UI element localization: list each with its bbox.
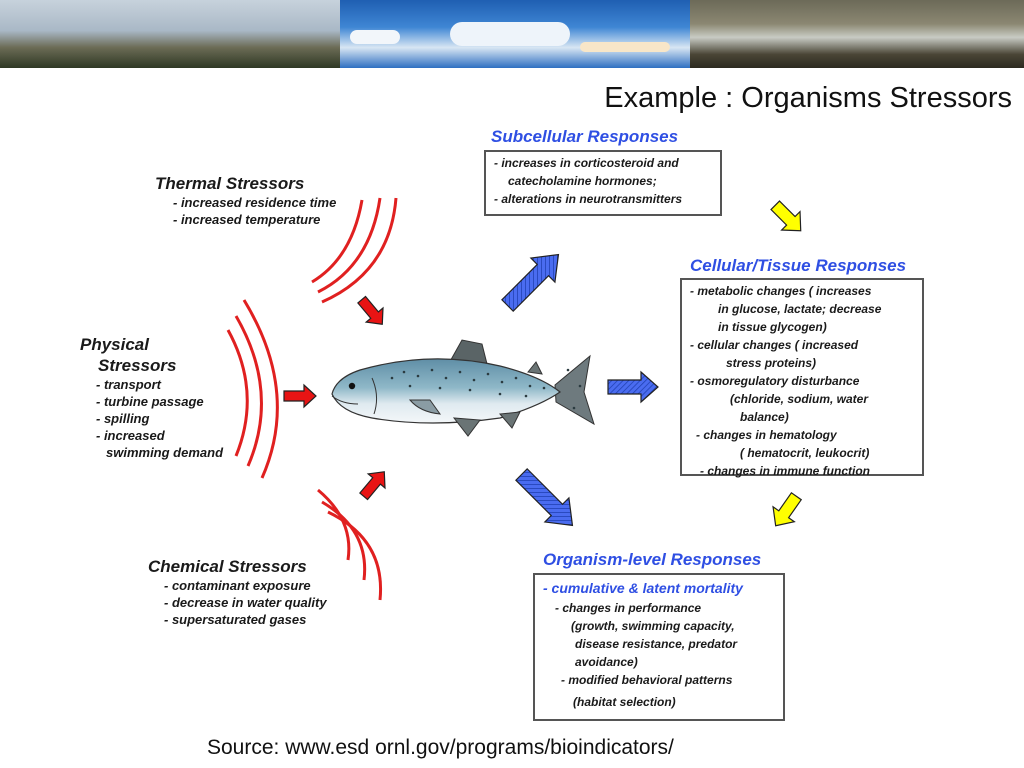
physical-item: - transport xyxy=(96,377,161,392)
blue-arrow-organism xyxy=(515,468,574,527)
physical-item: - spilling xyxy=(96,411,150,426)
header-banner xyxy=(0,0,1024,68)
blue-arrow-cellular xyxy=(607,370,659,404)
chemical-stressors-heading: Chemical Stressors xyxy=(148,557,307,576)
organism-level-responses-box: - cumulative & latent mortality - change… xyxy=(533,573,785,721)
physical-item: swimming demand xyxy=(106,445,224,460)
cellular-item: - cellular changes ( increased xyxy=(690,338,859,352)
landscape-photo xyxy=(0,0,340,68)
organism-item: (habitat selection) xyxy=(573,695,676,709)
red-arrow-thermal xyxy=(357,295,384,325)
physical-stressors-heading-2: Stressors xyxy=(98,356,177,375)
subcellular-responses-title: Subcellular Responses xyxy=(491,127,679,146)
subcellular-item: - alterations in neurotransmitters xyxy=(494,192,683,206)
sky-photo xyxy=(340,0,690,68)
chemical-waves xyxy=(317,488,383,601)
physical-item: - increased xyxy=(96,428,165,443)
red-arrow-physical xyxy=(283,383,317,409)
physical-waves xyxy=(226,299,279,479)
cellular-item: - changes in immune function xyxy=(700,464,871,478)
thermal-stressors: Thermal Stressors - increased residence … xyxy=(155,174,336,228)
yellow-arrow-bottom xyxy=(772,491,803,527)
physical-stressors: Physical Stressors - transport - turbine… xyxy=(80,334,223,461)
chemical-item: - supersaturated gases xyxy=(164,612,307,627)
red-arrow-chemical xyxy=(359,471,386,501)
chemical-stressors: Chemical Stressors - contaminant exposur… xyxy=(148,557,327,628)
organism-item: (growth, swimming capacity, xyxy=(571,619,735,633)
subcellular-item: catecholamine hormones; xyxy=(508,174,657,188)
cellular-tissue-responses-title: Cellular/Tissue Responses xyxy=(690,256,907,275)
cellular-item: stress proteins) xyxy=(726,356,817,370)
organism-level-responses-title: Organism-level Responses xyxy=(543,550,762,569)
cellular-item: - osmoregulatory disturbance xyxy=(690,374,860,388)
cellular-tissue-responses-box: - metabolic changes ( increases in gluco… xyxy=(680,278,924,478)
thermal-item: - increased temperature xyxy=(173,212,321,227)
organism-item: - modified behavioral patterns xyxy=(561,673,733,687)
chemical-item: - contaminant exposure xyxy=(164,578,311,593)
organism-item: - changes in performance xyxy=(555,601,702,615)
thermal-stressors-heading: Thermal Stressors xyxy=(155,174,305,193)
source-citation: Source: www.esd ornl.gov/programs/bioind… xyxy=(207,736,674,759)
salmon-fish xyxy=(331,339,595,437)
physical-stressors-heading: Physical xyxy=(80,335,149,354)
subcellular-item: - increases in corticosteroid and xyxy=(494,156,679,170)
chemical-item: - decrease in water quality xyxy=(164,595,327,610)
cellular-item: (chloride, sodium, water xyxy=(730,392,869,406)
cellular-item: - changes in hematology xyxy=(696,428,837,442)
cellular-item: - metabolic changes ( increases xyxy=(690,284,872,298)
cellular-item: balance) xyxy=(740,410,789,424)
organism-item: avoidance) xyxy=(575,655,638,669)
blue-arrow-subcellular xyxy=(501,253,560,312)
yellow-arrow-top xyxy=(770,200,802,232)
physical-item: - turbine passage xyxy=(96,394,204,409)
thermal-waves xyxy=(311,197,398,304)
organism-highlight-item: - cumulative & latent mortality xyxy=(543,580,743,596)
organism-item: disease resistance, predator xyxy=(575,637,738,651)
cellular-item: ( hematocrit, leukocrit) xyxy=(740,446,870,460)
thermal-item: - increased residence time xyxy=(173,195,337,210)
cellular-item: in tissue glycogen) xyxy=(718,320,827,334)
cellular-item: in glucose, lactate; decrease xyxy=(718,302,882,316)
slide-title: Example : Organisms Stressors xyxy=(604,82,1012,114)
waterfall-photo xyxy=(690,0,1024,68)
subcellular-responses-box: - increases in corticosteroid and catech… xyxy=(484,150,722,216)
